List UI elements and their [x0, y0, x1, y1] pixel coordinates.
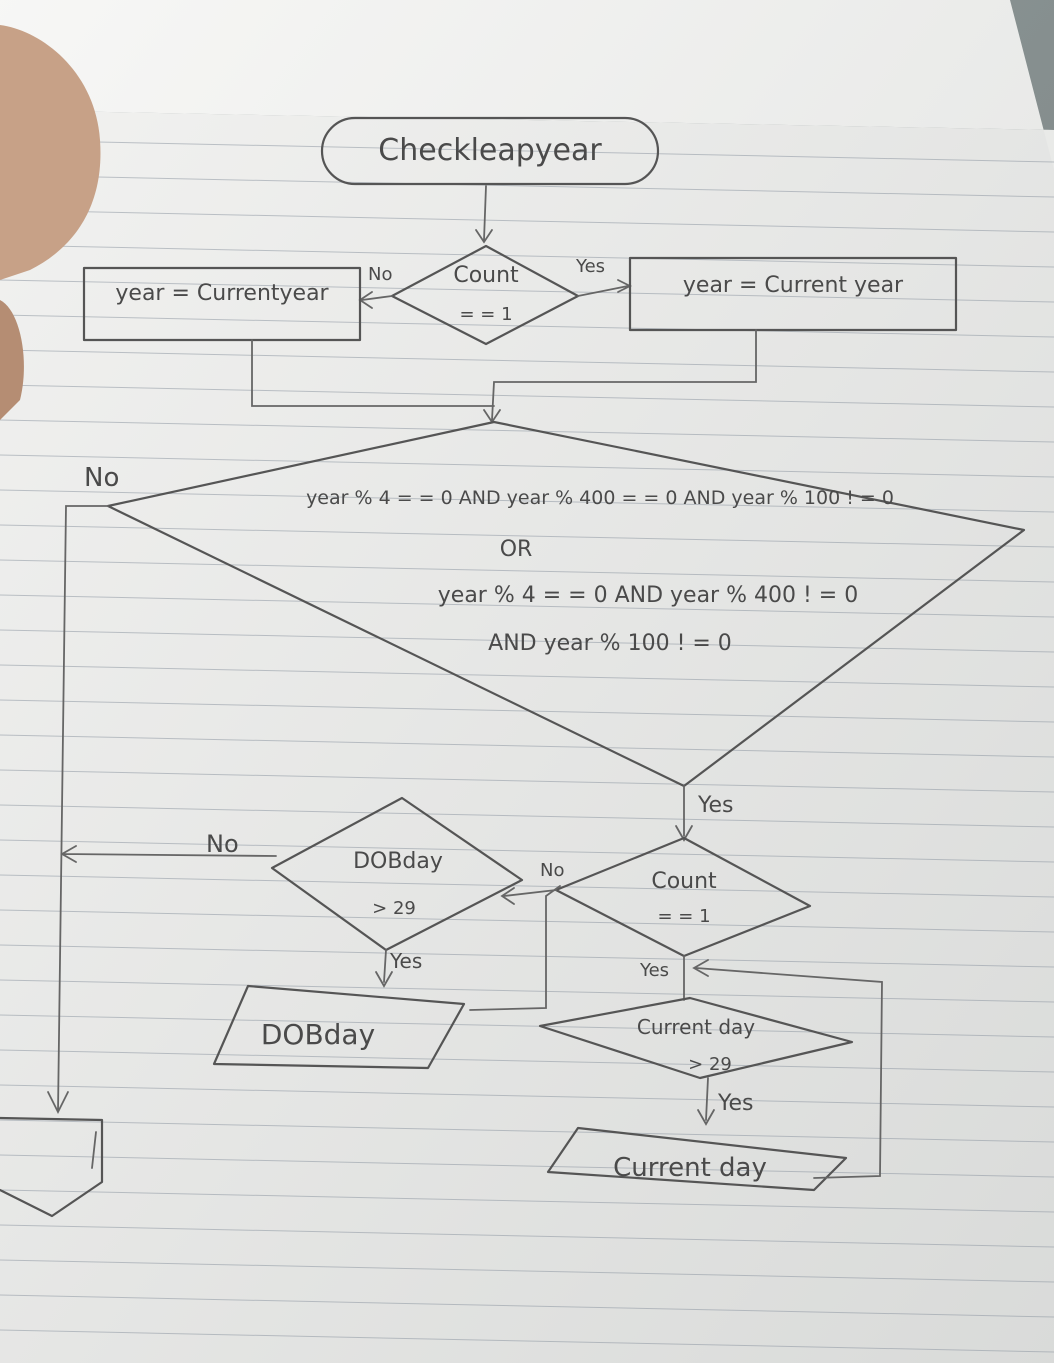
- thumb: [0, 25, 101, 420]
- label-no-1: No: [368, 264, 392, 285]
- ruled-line: [0, 1049, 1054, 1073]
- start-label: Checkleapyear: [378, 133, 602, 168]
- process-box-yes: year = Current year: [628, 256, 958, 332]
- ruled-lines: [0, 139, 1054, 1353]
- label-no-leap: No: [84, 463, 119, 493]
- ruled-line: [0, 454, 1054, 478]
- ruled-line: [0, 594, 1054, 618]
- io-dob: DOBday: [212, 984, 466, 1070]
- leap-condition-line2: OR: [500, 537, 533, 562]
- decision-dob-line2: > 29: [372, 898, 416, 919]
- decision-current-day: Current day > 29: [538, 996, 854, 1080]
- label-no-count2: No: [540, 860, 564, 881]
- ruled-line: [0, 769, 1054, 793]
- ruled-line: [0, 944, 1054, 968]
- label-yes-leap: Yes: [697, 793, 734, 818]
- ruled-line: [0, 209, 1054, 233]
- ruled-line: [0, 909, 1054, 933]
- ruled-line: [0, 1329, 1054, 1353]
- ruled-line: [0, 244, 1054, 268]
- label-yes-1: Yes: [575, 256, 605, 277]
- ruled-line: [0, 349, 1054, 373]
- ruled-line: [0, 734, 1054, 758]
- decision-dob: DOBday > 29: [270, 796, 524, 952]
- leap-condition-line3: year % 4 = = 0 AND year % 400 ! = 0: [438, 583, 858, 608]
- decision-current-line1: Current day: [637, 1015, 755, 1039]
- decision-count-2-line1: Count: [651, 869, 717, 894]
- decision-count-2: Count = = 1: [554, 836, 812, 958]
- label-no-dob: No: [206, 830, 239, 858]
- ruled-line: [0, 629, 1054, 653]
- ruled-line: [0, 1119, 1054, 1143]
- decision-count-1-line2: = = 1: [459, 304, 512, 325]
- ruled-line: [0, 419, 1054, 443]
- ruled-line: [0, 1014, 1054, 1038]
- ruled-line: [0, 139, 1054, 163]
- label-yes-dob: Yes: [389, 949, 422, 973]
- decision-leap-year: year % 4 = = 0 AND year % 400 = = 0 AND …: [106, 420, 1026, 788]
- ruled-line: [0, 559, 1054, 583]
- io-dob-label: DOBday: [261, 1018, 375, 1051]
- io-current-day: Current day: [546, 1126, 848, 1192]
- ruled-line: [0, 524, 1054, 548]
- ruled-line: [0, 1154, 1054, 1178]
- ruled-line: [0, 1259, 1054, 1283]
- ruled-line: [0, 664, 1054, 688]
- ruled-line: [0, 874, 1054, 898]
- start-terminator: Checkleapyear: [320, 116, 660, 186]
- decision-count-1: Count = = 1: [390, 244, 580, 346]
- decision-count-1-line1: Count: [453, 263, 519, 288]
- ruled-line: [0, 174, 1054, 198]
- ruled-line: [0, 1224, 1054, 1248]
- process-box-yes-label: year = Current year: [683, 273, 904, 298]
- process-box-no: year = Currentyear: [82, 266, 362, 342]
- ruled-line: [0, 279, 1054, 303]
- decision-current-line2: > 29: [688, 1054, 732, 1075]
- ruled-line: [0, 384, 1054, 408]
- ruled-line: [0, 804, 1054, 828]
- process-box-no-label: year = Currentyear: [115, 281, 329, 306]
- ruled-line: [0, 1189, 1054, 1213]
- decision-dob-line1: DOBday: [353, 849, 443, 874]
- label-yes-count2: Yes: [639, 960, 669, 981]
- leap-condition-line1: year % 4 = = 0 AND year % 400 = = 0 AND …: [306, 487, 894, 509]
- ruled-line: [0, 314, 1054, 338]
- decision-count-2-line2: = = 1: [657, 906, 710, 927]
- ruled-line: [0, 489, 1054, 513]
- ruled-line: [0, 1294, 1054, 1318]
- label-yes-current: Yes: [717, 1091, 754, 1116]
- off-page-connector: [0, 1116, 104, 1218]
- ruled-line: [0, 839, 1054, 863]
- ruled-line: [0, 979, 1054, 1003]
- ruled-line: [0, 699, 1054, 723]
- io-current-label: Current day: [613, 1153, 767, 1183]
- ruled-line: [0, 1084, 1054, 1108]
- leap-condition-line4: AND year % 100 ! = 0: [488, 631, 732, 656]
